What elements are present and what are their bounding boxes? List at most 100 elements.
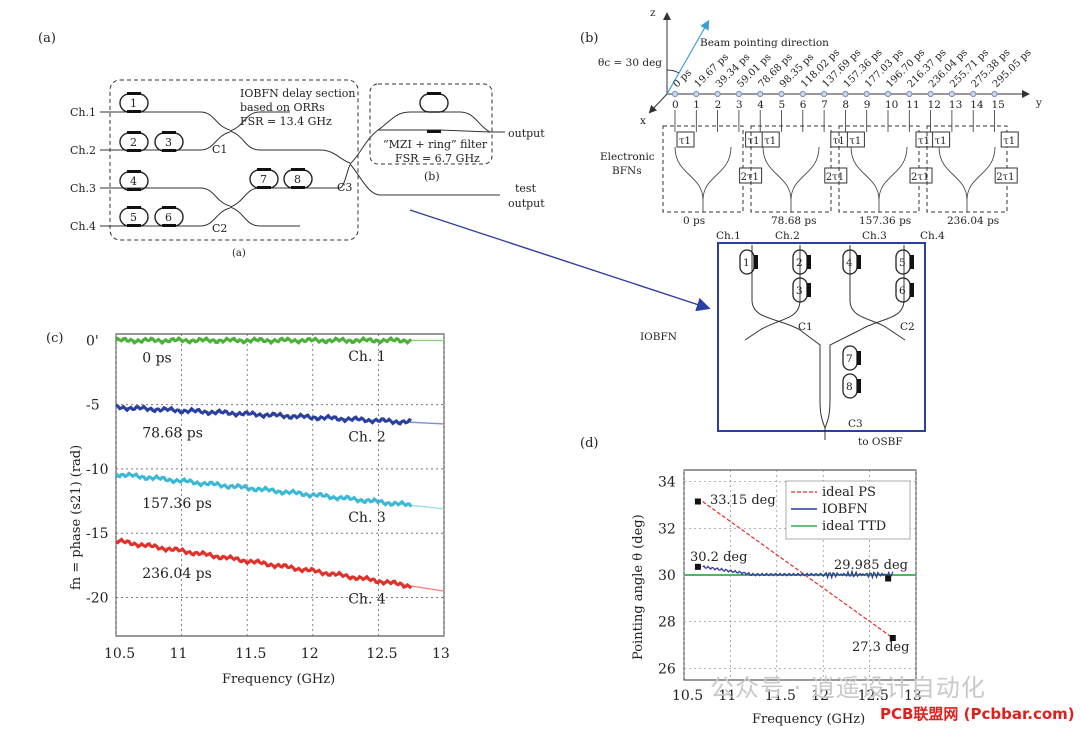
tau1-block: [846, 131, 865, 148]
coupler-b-c2: C2: [900, 321, 915, 333]
y-tick-label: 28: [658, 615, 676, 631]
x-tick-label: 10.5: [672, 688, 703, 704]
element-index: 1: [693, 99, 700, 111]
filter-line-2: FSR = 6.7 GHz: [395, 152, 480, 165]
array-element: [842, 90, 849, 98]
y-tick-label: 26: [658, 661, 676, 677]
tau1-label: τ1: [764, 136, 776, 147]
array-element: [757, 90, 764, 98]
tau2-label: 2τ1: [996, 172, 1014, 183]
y-tick-label: 32: [658, 521, 676, 537]
b-ch2: Ch.2: [775, 230, 800, 242]
ring-a-7: 7: [260, 173, 267, 186]
series-iobfn: [702, 564, 894, 580]
series-delay-label: 157.36 ps: [142, 496, 212, 512]
bfn-combiner: [762, 146, 820, 212]
legend-ideal-ttd: ideal TTD: [822, 519, 886, 534]
tau1-label: τ1: [1003, 136, 1015, 147]
connector-arrow: [409, 209, 711, 312]
ring-b-2: 2: [796, 257, 803, 269]
series-delay-label: 236.04 ps: [142, 566, 212, 582]
ring-a-8: 8: [294, 173, 301, 186]
chart-c-ylabel: fn = phase (s21) (rad): [69, 445, 84, 590]
x-tick-label: 13: [432, 646, 450, 662]
x-tick-label: 11: [718, 688, 736, 704]
panel-b-label: (b): [580, 31, 598, 46]
tau1-label: τ1: [849, 136, 861, 147]
series-name-label: Ch. 1: [348, 349, 386, 365]
panel-a-label: (a): [38, 31, 56, 46]
tau1-label: τ1: [679, 136, 691, 147]
ring-a-2: 2: [130, 136, 137, 149]
watermark: 公众号 · 逍遥设计自动化: [710, 674, 986, 702]
bfn-label-1: Electronic: [600, 151, 655, 163]
ring-a-5: 5: [130, 211, 137, 224]
x-axis-label: x: [640, 115, 646, 127]
array-element: [671, 90, 679, 98]
ch4-label: Ch.4: [70, 220, 96, 233]
array-element: [735, 90, 743, 98]
tau1-label: τ1: [935, 136, 947, 147]
x-tick-label: 12.5: [858, 688, 889, 704]
osbf-label: to OSBF: [858, 436, 903, 448]
coupler-b-c1: C1: [798, 321, 813, 333]
element-index: 3: [736, 99, 743, 111]
series-line: [115, 403, 412, 426]
y-tick-label: -5: [86, 398, 100, 414]
element-index: 10: [885, 99, 898, 111]
iobfn-label: IOBFN: [640, 331, 677, 343]
series-line: [114, 335, 413, 346]
chart-d-ylabel: Pointing angle θ (deg): [631, 514, 646, 660]
ring-b-5: 5: [899, 257, 906, 269]
delay-box-line-2: based on ORRs: [240, 101, 325, 114]
series-name-label: Ch. 4: [348, 591, 386, 607]
x-tick-label: 11: [170, 646, 188, 662]
b-ch3: Ch.3: [862, 230, 887, 242]
tau1-label: τ1: [918, 136, 930, 147]
tau1-block: [932, 131, 951, 148]
tau2-label: 2τ1: [826, 172, 844, 183]
series-name-label: Ch. 3: [348, 510, 386, 526]
series-name-label: Ch. 2: [348, 430, 386, 446]
y-tick-label: 0': [86, 333, 99, 349]
x-tick-label: 11.5: [235, 646, 266, 662]
coupler-a-c3: C3: [337, 181, 352, 194]
coupler-a-c1: C1: [212, 143, 227, 156]
series-ideal-ps: [702, 501, 894, 639]
beam-label: Beam pointing direction: [700, 37, 829, 49]
ring-a-3: 3: [165, 136, 172, 149]
annot-27-3: 27.3 deg: [852, 640, 909, 655]
watermark-site: PCB联盟网 (Pcbbar.com): [880, 705, 1075, 723]
array-element: [714, 90, 721, 98]
tau1-block: [676, 131, 695, 148]
test-output-line-2: output: [508, 197, 545, 210]
y-tick-label: -15: [86, 526, 109, 542]
tau2-block: [824, 167, 848, 184]
b-ch1: Ch.1: [716, 230, 741, 242]
chart-c-grid: [115, 334, 445, 636]
panel-d-label: (d): [580, 436, 598, 451]
filter-box: [369, 83, 493, 165]
annot-29-985: 29.985 deg: [834, 558, 908, 573]
legend-ideal-ps: ideal PS: [822, 485, 876, 500]
array-element: [863, 90, 870, 98]
ring-b-3: 3: [796, 285, 803, 297]
ring-b-1: 1: [743, 257, 750, 269]
panel-b: (b) z y x Beam pointing direction θc = 3…: [580, 7, 1042, 448]
ring-a-1: 1: [130, 97, 137, 110]
x-tick-label: 11.5: [765, 688, 796, 704]
series-line: [115, 537, 413, 590]
series-delay-label: 0 ps: [142, 350, 172, 366]
group-delay: 157.36 ps: [859, 215, 911, 227]
tau1-label: τ1: [748, 136, 760, 147]
panel-a-sublabel: (a): [232, 248, 246, 259]
annot-33-15: 33.15 deg: [710, 493, 776, 508]
ch1-label: Ch.1: [70, 106, 96, 119]
element-index: 2: [715, 99, 722, 111]
element-index: 7: [821, 99, 828, 111]
y-tick-label: -20: [86, 590, 109, 606]
